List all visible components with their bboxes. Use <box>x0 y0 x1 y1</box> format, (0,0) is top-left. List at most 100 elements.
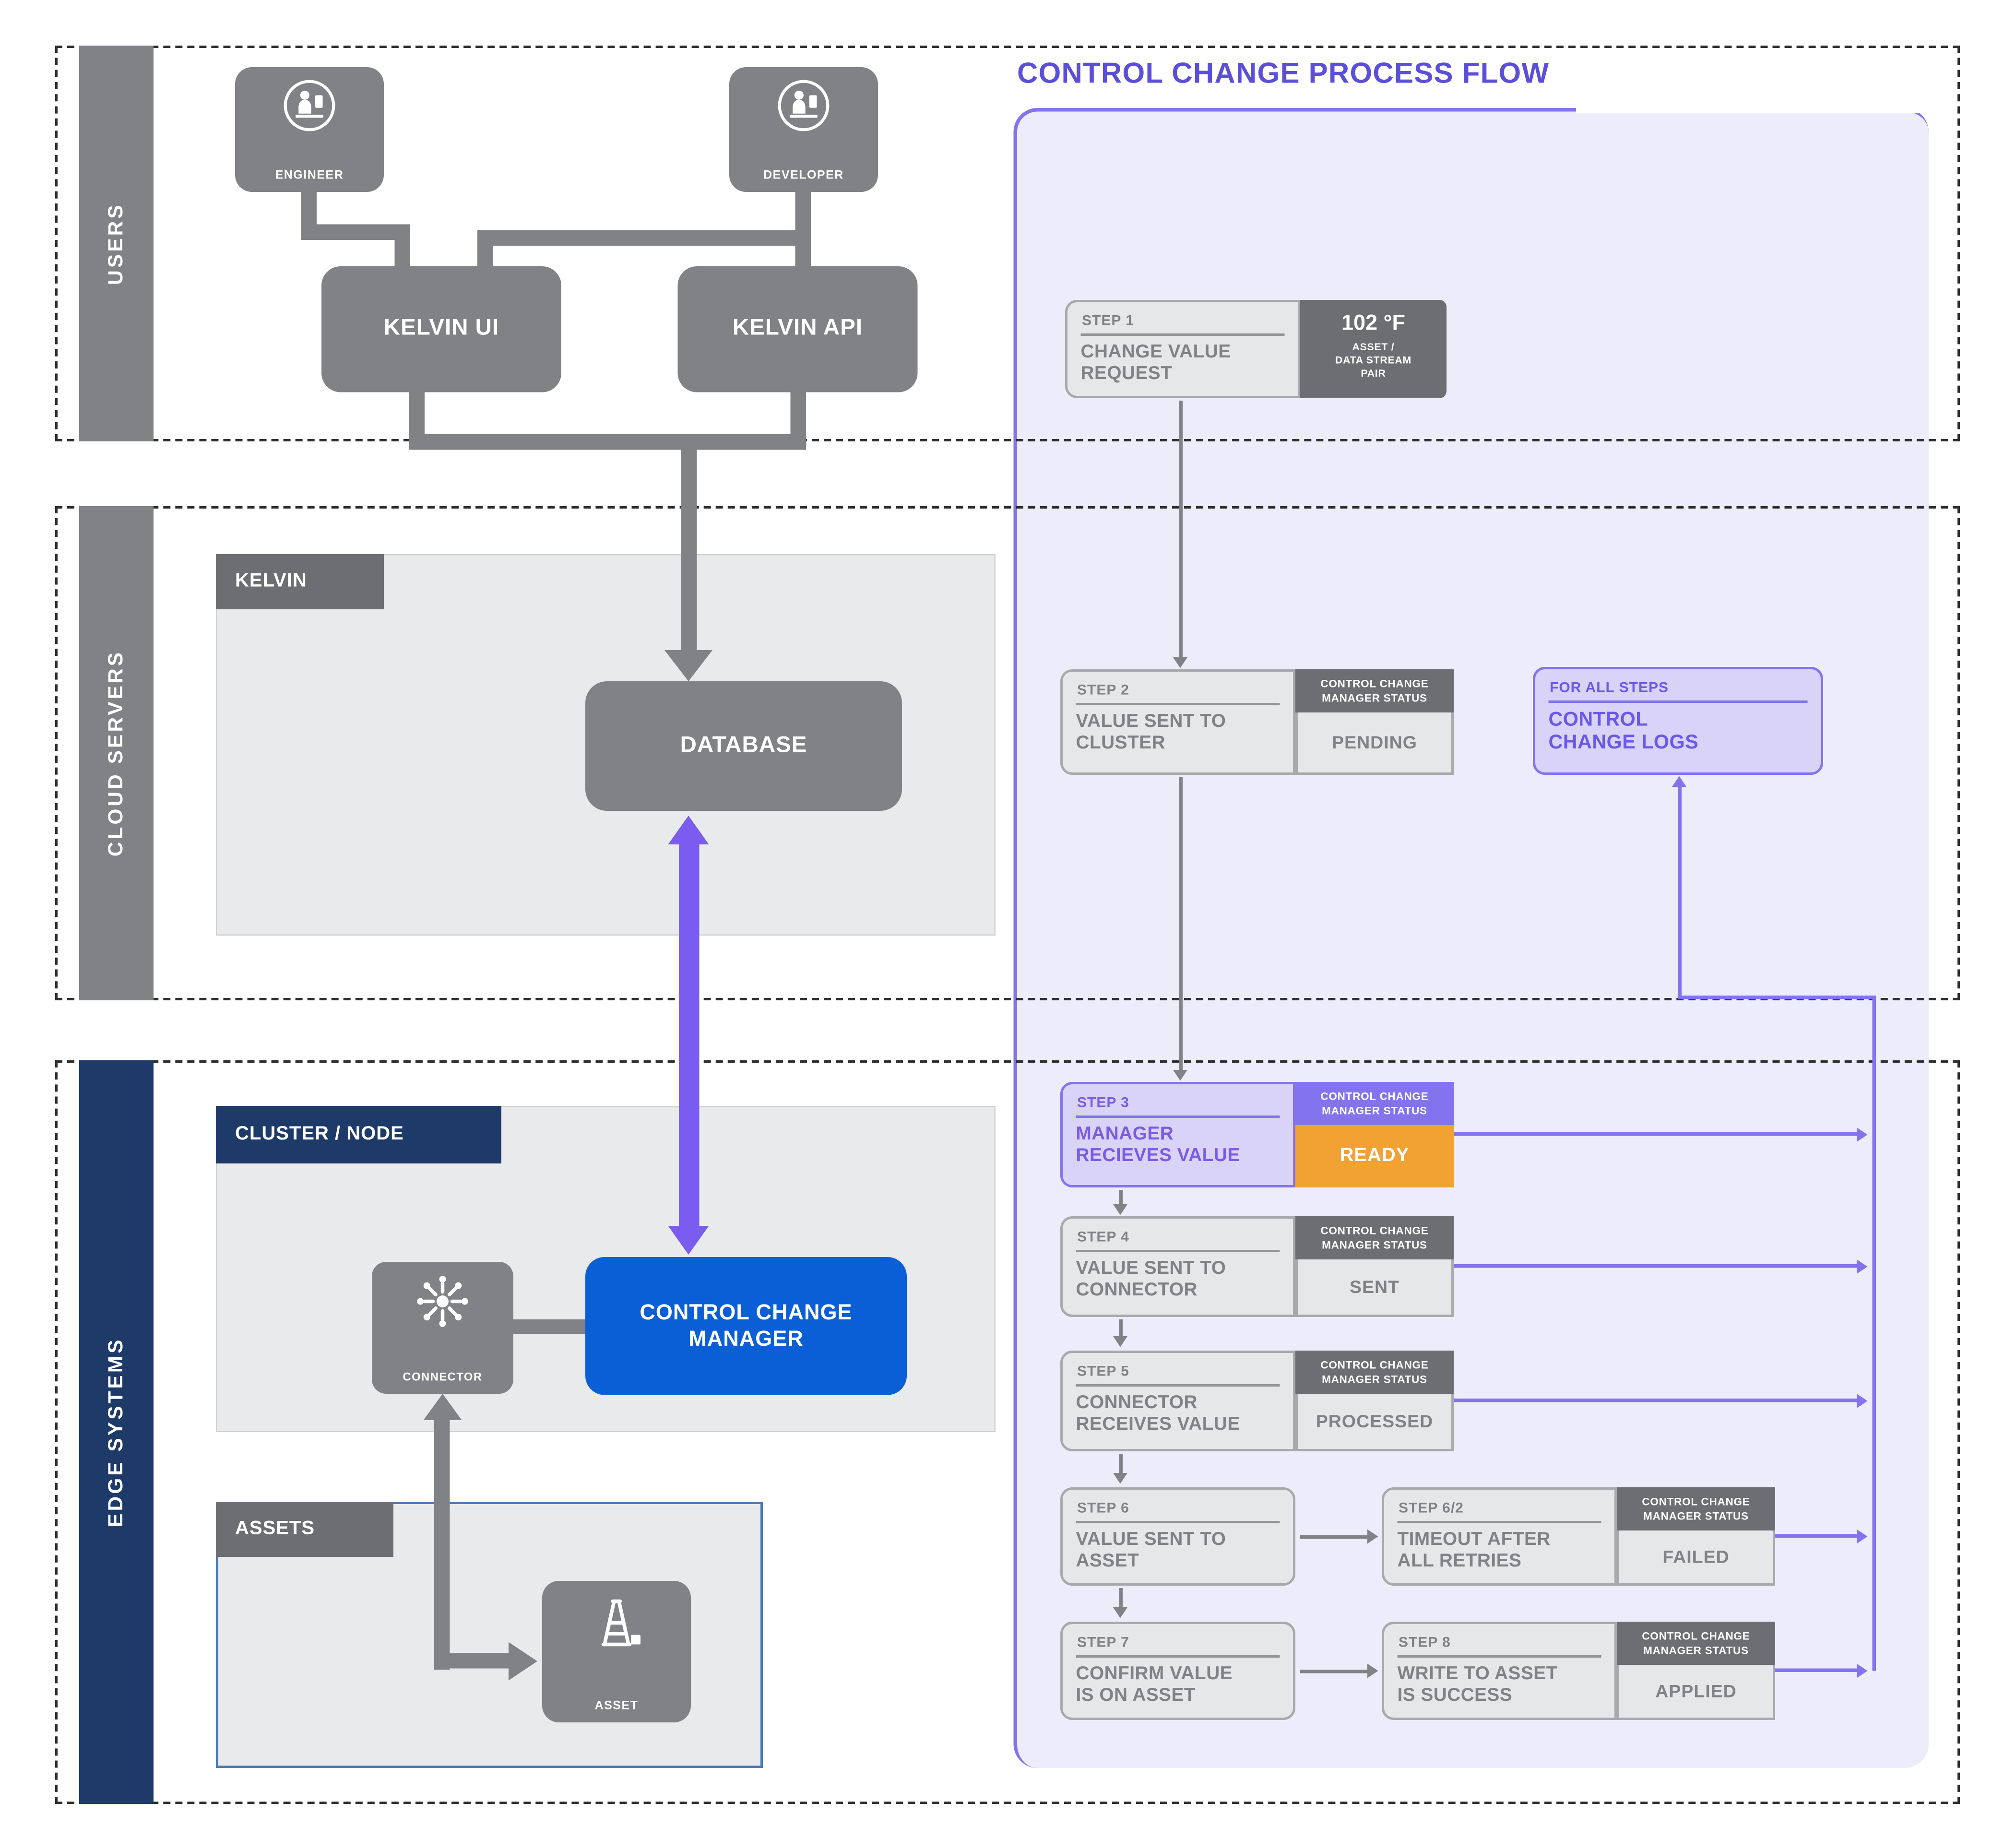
step-rule <box>1397 1521 1601 1523</box>
step6b-label: STEP 6/2 <box>1399 1499 1464 1516</box>
band-edge-systems: EDGE SYSTEMS <box>79 1060 154 1804</box>
kelvin-api-node: KELVIN API <box>677 266 918 392</box>
step-rule <box>1076 1250 1280 1252</box>
connector-node: CONNECTOR <box>372 1262 513 1394</box>
logs-collector-line <box>1872 996 1876 1671</box>
feeder-step4-logs <box>1454 1264 1859 1268</box>
logs-up-line <box>1678 787 1682 998</box>
arrow-step7-step8-head <box>1367 1663 1378 1678</box>
section-edge-systems <box>55 1060 1960 1804</box>
arrow-engineer-to-kelvin-ui-seg <box>394 224 410 269</box>
step8-text: WRITE TO ASSET IS SUCCESS <box>1397 1663 1558 1705</box>
value-tag: 102 °F ASSET / DATA STREAM PAIR <box>1300 300 1447 398</box>
engineer-label: ENGINEER <box>275 169 344 183</box>
step6b-text: TIMEOUT AFTER ALL RETRIES <box>1397 1529 1551 1571</box>
arrow-step4-step5-head <box>1113 1336 1127 1347</box>
feeder-step5-logs <box>1454 1399 1859 1402</box>
step2-box: STEP 2 VALUE SENT TO CLUSTER <box>1060 669 1295 775</box>
step5-label: STEP 5 <box>1077 1363 1129 1379</box>
panel-border-mask <box>1576 104 1933 113</box>
step6b-box: STEP 6/2 TIMEOUT AFTER ALL RETRIES <box>1382 1487 1617 1586</box>
section-cloud-servers <box>55 506 1960 1000</box>
assets-group-tab: ASSETS <box>216 1502 393 1557</box>
arrow-step6-step6b-head <box>1367 1529 1378 1544</box>
arrow-step1-step2-head <box>1173 657 1187 668</box>
feeder-step6b-logs <box>1775 1534 1859 1538</box>
person-at-desk-icon <box>282 78 337 140</box>
arrow-asset-connector-seg <box>434 1653 509 1669</box>
step6-text: VALUE SENT TO ASSET <box>1076 1529 1226 1571</box>
step-rule <box>1076 1384 1280 1387</box>
step5-status-value: PROCESSED <box>1295 1394 1454 1451</box>
step-rule <box>1076 1521 1280 1523</box>
step2-label: STEP 2 <box>1077 681 1129 698</box>
database-node: DATABASE <box>585 681 902 811</box>
step-rule <box>1076 1115 1280 1118</box>
arrow-step7-step8-shaft <box>1300 1670 1370 1673</box>
step4-label: STEP 4 <box>1077 1228 1129 1245</box>
step2-text: VALUE SENT TO CLUSTER <box>1076 711 1226 753</box>
feeder-step8-logs <box>1775 1668 1859 1672</box>
step-rule <box>1076 1655 1280 1658</box>
arrow-database-ccm-shaft <box>679 842 700 1228</box>
step-rule <box>1397 1655 1601 1658</box>
arrow-head-up-to-connector <box>423 1394 462 1420</box>
logs-top-line <box>1678 996 1876 999</box>
control-change-manager-node: CONTROL CHANGE MANAGER <box>585 1257 907 1395</box>
step7-label: STEP 7 <box>1077 1634 1129 1650</box>
feeder-step4-head <box>1857 1259 1868 1274</box>
person-at-desk-icon <box>776 78 831 140</box>
step-rule <box>1080 333 1285 336</box>
arrow-step5-step6-shaft <box>1119 1454 1123 1475</box>
step5-text: CONNECTOR RECEIVES VALUE <box>1076 1392 1240 1434</box>
step8-label: STEP 8 <box>1399 1634 1451 1650</box>
process-flow-title: CONTROL CHANGE PROCESS FLOW <box>1017 58 1550 90</box>
step5-box: STEP 5 CONNECTOR RECEIVES VALUE <box>1060 1351 1295 1451</box>
arrow-head-down-to-ccm <box>668 1226 709 1255</box>
arrow-merge-horizontal-seg <box>409 434 806 450</box>
logs-rule <box>1548 700 1808 703</box>
kelvin-ui-node: KELVIN UI <box>321 266 561 392</box>
step7-box: STEP 7 CONFIRM VALUE IS ON ASSET <box>1060 1622 1295 1720</box>
step1-text: CHANGE VALUE REQUEST <box>1080 342 1231 383</box>
step3-label: STEP 3 <box>1077 1094 1129 1111</box>
asset-node: ASSET <box>542 1581 691 1722</box>
feeder-step6b-head <box>1857 1529 1868 1544</box>
feeder-step3-logs <box>1454 1132 1859 1136</box>
feeder-step3-head <box>1857 1127 1868 1142</box>
step-rule <box>1076 703 1280 705</box>
arrow-asset-connector-seg <box>434 1418 450 1670</box>
arrow-head-up-to-database <box>668 816 709 844</box>
arrow-step2-step3-head <box>1173 1070 1187 1081</box>
step4-box: STEP 4 VALUE SENT TO CONNECTOR <box>1060 1216 1295 1317</box>
arrow-head-right-to-asset <box>509 1642 537 1681</box>
step4-text: VALUE SENT TO CONNECTOR <box>1076 1258 1226 1300</box>
arrow-into-database-seg <box>681 434 697 650</box>
arrow-developer-to-kelvin-ui-seg <box>477 230 493 269</box>
band-edge-systems-label: EDGE SYSTEMS <box>104 1337 128 1527</box>
step6b-status-value: FAILED <box>1617 1530 1775 1586</box>
arrow-step4-step5-shaft <box>1119 1319 1123 1339</box>
step2-status-value: PENDING <box>1295 712 1454 775</box>
arrow-step5-step6-head <box>1113 1473 1127 1484</box>
connector-label: CONNECTOR <box>403 1371 483 1385</box>
value-tag-value: 102 °F <box>1341 310 1406 335</box>
band-cloud-servers: CLOUD SERVERS <box>79 506 154 1000</box>
step8-status-value: APPLIED <box>1617 1665 1775 1720</box>
value-tag-caption: ASSET / DATA STREAM PAIR <box>1335 341 1411 380</box>
section-users <box>55 46 1960 441</box>
band-users-label: USERS <box>104 202 128 285</box>
feeder-step5-head <box>1857 1394 1868 1408</box>
step3-box: STEP 3 MANAGER RECIEVES VALUE <box>1060 1082 1295 1187</box>
line-connector-to-ccm <box>513 1319 585 1334</box>
arrow-engineer-to-kelvin-ui-seg <box>301 224 410 240</box>
